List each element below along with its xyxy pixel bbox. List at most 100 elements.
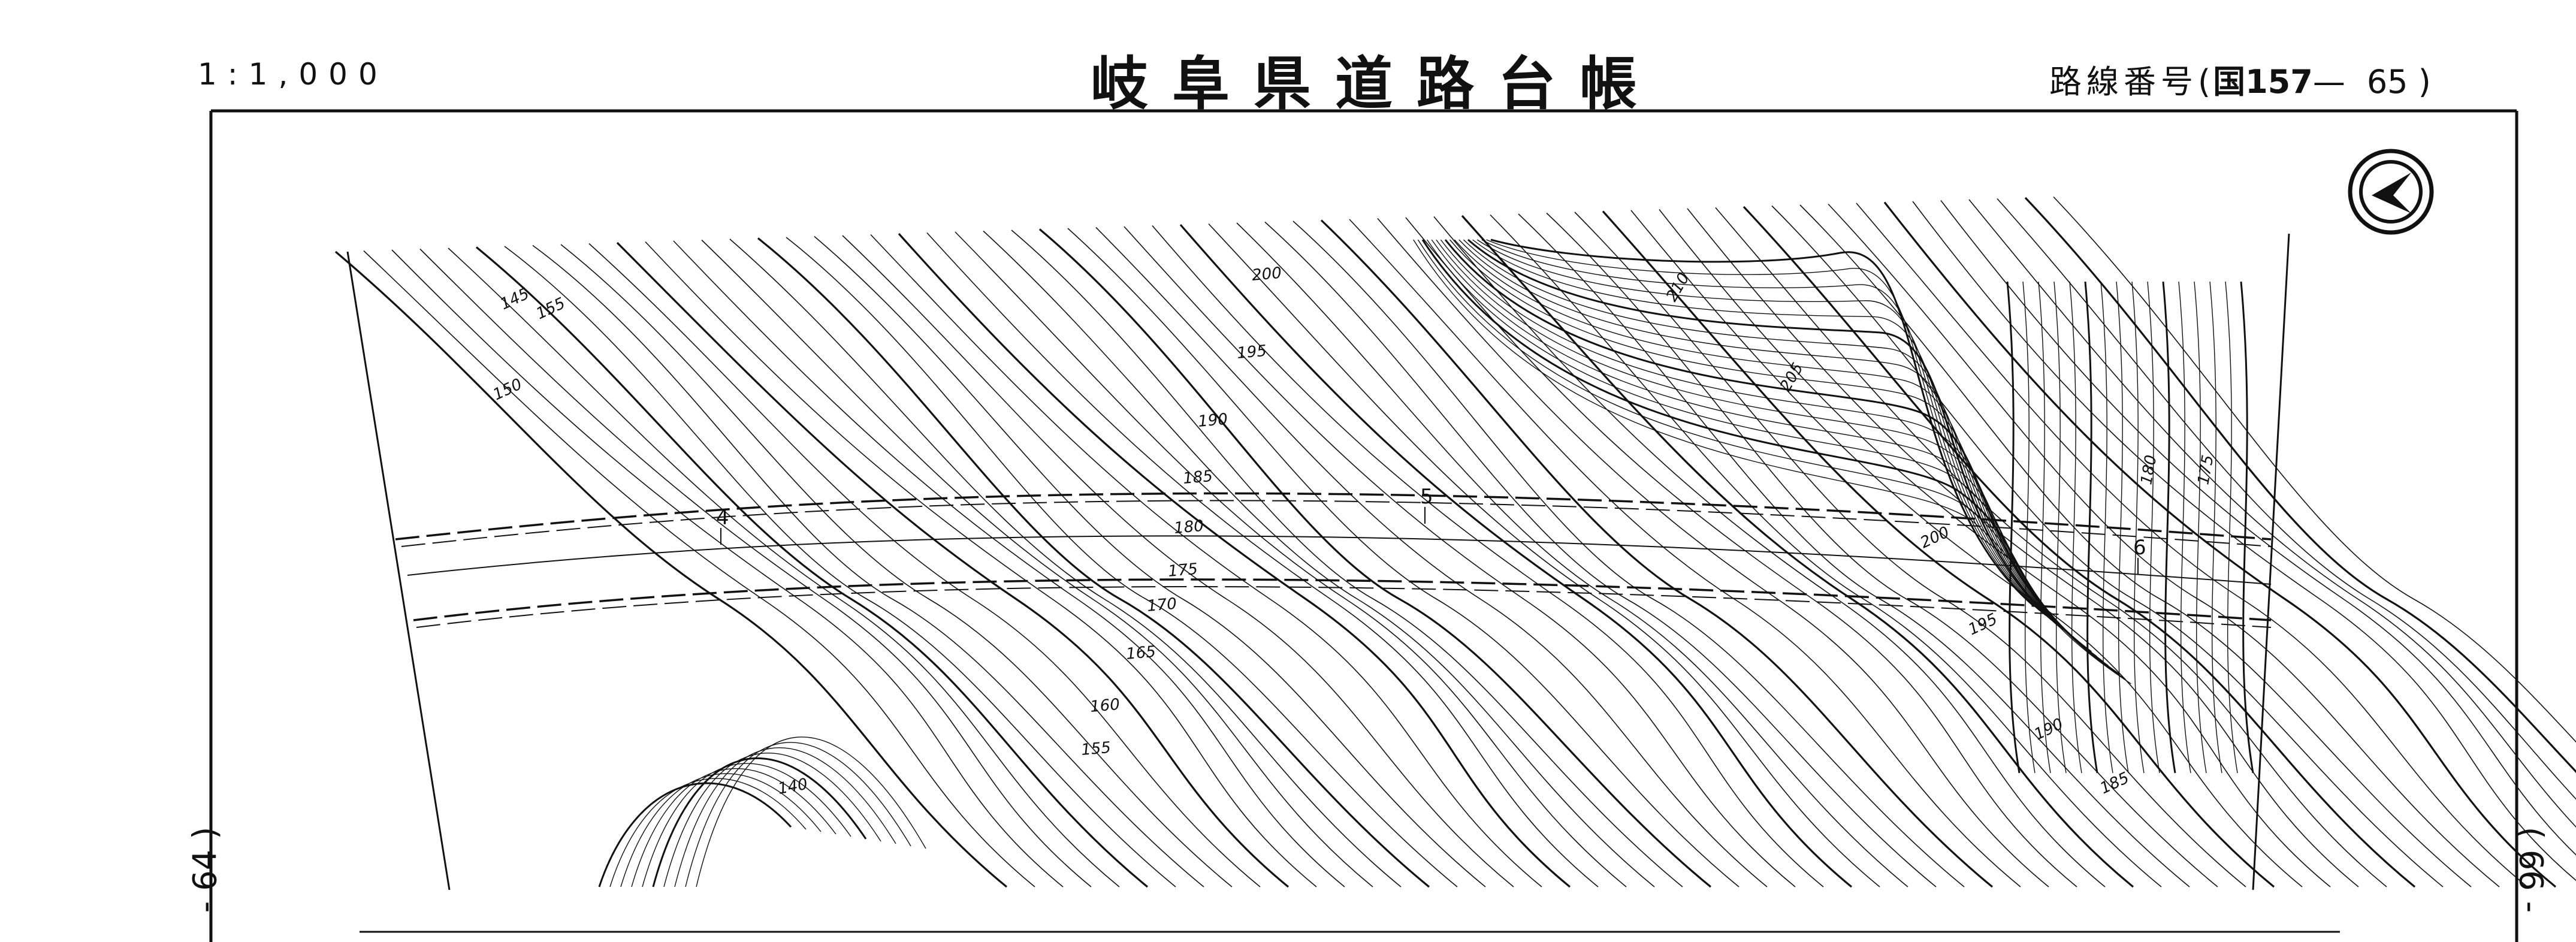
contour-line xyxy=(2194,281,2207,774)
contour-line xyxy=(1687,208,2359,887)
contour-line xyxy=(2100,281,2113,774)
contour-label: 170 xyxy=(1146,595,1177,615)
contour-line xyxy=(1405,217,2077,887)
contour-line xyxy=(1413,239,2131,684)
contour-label: 200 xyxy=(1917,523,1952,552)
contour-label: 180 xyxy=(1173,517,1204,538)
contour-label: 195 xyxy=(1236,342,1267,363)
contour-line xyxy=(2053,281,2067,774)
contour-line xyxy=(1828,203,2500,887)
contour-line xyxy=(1472,239,2058,625)
contour-line xyxy=(642,763,851,887)
road-lines xyxy=(395,492,2272,628)
contour-line xyxy=(814,236,1486,887)
road-edge-lower xyxy=(413,578,2272,621)
contour-line xyxy=(701,239,1373,887)
contour-line xyxy=(1011,230,1683,887)
contour-line xyxy=(1095,227,1768,887)
contour-line xyxy=(609,778,807,887)
contour-label: 185 xyxy=(2097,769,2132,798)
contour-line xyxy=(685,742,911,887)
contour-line xyxy=(1421,239,2121,676)
contour-line xyxy=(1490,238,2035,608)
route-number-label: 路線番号 xyxy=(2049,63,2198,101)
contour-line xyxy=(1771,205,2444,887)
contour-line xyxy=(1574,212,2246,887)
contour-line xyxy=(696,736,926,887)
contour-line xyxy=(757,237,1430,888)
contour-line xyxy=(1490,214,2162,887)
compass-north-arrow-icon xyxy=(2348,149,2434,235)
contour-line xyxy=(645,241,1317,887)
contour-line xyxy=(1912,201,2576,881)
contour-line xyxy=(2147,281,2160,774)
contour-line xyxy=(663,753,881,887)
contour-label: 165 xyxy=(1125,643,1156,663)
contour-line xyxy=(1349,219,2021,887)
contour-line xyxy=(363,250,1035,887)
contour-line xyxy=(2240,281,2254,774)
contour-line xyxy=(598,782,792,887)
contour-line xyxy=(1124,226,1796,887)
contour-line xyxy=(1454,239,2080,644)
contour-line xyxy=(983,230,1655,887)
contour-line xyxy=(1481,239,2046,616)
survey-boundary-left xyxy=(346,251,451,890)
page-title: 岐阜県道路台帳 xyxy=(1091,50,1661,117)
contour-line xyxy=(729,238,1402,887)
contour-line xyxy=(1292,221,1965,887)
contour-line xyxy=(1433,216,2106,887)
contour-line xyxy=(1444,239,2092,653)
station-label: 4 xyxy=(716,506,729,530)
contour-line xyxy=(842,235,1514,887)
station-label: 5 xyxy=(1420,485,1433,509)
contour-line xyxy=(955,231,1627,887)
contour-line xyxy=(1486,239,2040,612)
contour-line xyxy=(2131,281,2145,774)
contour-label: 140 xyxy=(777,775,809,798)
contour-line xyxy=(1463,239,2069,635)
road-edge-upper xyxy=(401,500,2272,547)
contour-line xyxy=(1320,219,1994,888)
contour-line xyxy=(2116,281,2129,774)
contour-line xyxy=(1602,210,2275,888)
contour-line xyxy=(1208,223,1880,887)
contour-line xyxy=(588,243,1261,887)
contour-line xyxy=(2084,281,2098,774)
contour-line xyxy=(1968,199,2576,828)
road-centre-line xyxy=(407,535,2272,585)
contour-label: 180 xyxy=(2137,454,2160,486)
contour-label: 210 xyxy=(1663,270,1693,305)
contour-label: 155 xyxy=(533,294,568,323)
contour-line xyxy=(673,240,1345,887)
contour-line xyxy=(870,234,1542,887)
contour-line xyxy=(2178,281,2191,774)
contour-line xyxy=(1659,209,2331,887)
contour-line xyxy=(1236,222,1908,887)
contour-line xyxy=(334,250,1008,888)
road-edge-lower xyxy=(416,586,2272,628)
survey-boundary-right xyxy=(2252,233,2290,890)
contour-label: 160 xyxy=(1089,696,1121,716)
contour-label: 175 xyxy=(1167,560,1198,581)
contour-line xyxy=(1417,239,2126,680)
contour-line xyxy=(616,241,1289,888)
contour-line xyxy=(1715,207,2387,887)
contour-line xyxy=(1997,198,2576,800)
contour-line xyxy=(1436,239,2103,662)
contour-line xyxy=(786,237,1458,887)
contour-label: 190 xyxy=(2031,715,2066,744)
contour-line xyxy=(1546,212,2218,887)
contour-line xyxy=(2053,196,2576,743)
contour-line xyxy=(2006,281,2021,774)
route-sheet-number: 65 ) xyxy=(2366,63,2431,101)
contour-line xyxy=(1431,239,2109,666)
contour-line xyxy=(532,244,1204,887)
route-number: 路線番号(国157—65 ) xyxy=(2049,55,2431,102)
route-number-value: 国157 xyxy=(2213,63,2313,101)
contour-line xyxy=(1067,228,1740,887)
contour-line xyxy=(1467,238,2064,630)
contour-line xyxy=(1743,206,2416,888)
contour-line xyxy=(1264,221,1937,887)
